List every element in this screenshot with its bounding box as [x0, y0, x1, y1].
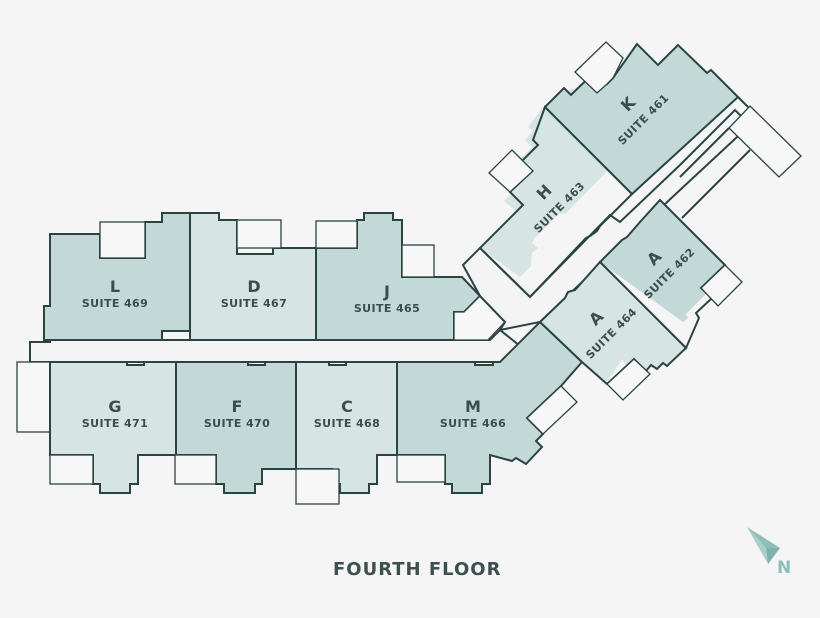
suite-C-label: SUITE 468	[314, 417, 380, 430]
balcony-J-west	[315, 220, 358, 249]
suite-D-label: SUITE 467	[221, 297, 287, 310]
suite-D-letter: D	[247, 277, 260, 296]
balcony-G	[49, 454, 94, 485]
suite-J[interactable]: J SUITE 465	[315, 212, 506, 341]
balcony-M-south	[396, 454, 446, 483]
suite-G-label: SUITE 471	[82, 417, 148, 430]
suite-L-label: SUITE 469	[82, 297, 148, 310]
balcony-M-east	[526, 385, 578, 435]
floor-title: FOURTH FLOOR	[333, 559, 502, 580]
balcony-K	[574, 41, 624, 94]
suite-M[interactable]: M SUITE 466	[396, 320, 584, 494]
suite-A462[interactable]: A SUITE 462	[598, 198, 743, 350]
suite-L[interactable]: L SUITE 469	[43, 212, 191, 341]
suite-D[interactable]: D SUITE 467	[189, 212, 316, 341]
north-arrow-icon	[747, 527, 780, 564]
balcony-A462	[700, 264, 743, 307]
balcony-L	[99, 221, 146, 259]
balcony-A464	[606, 358, 651, 401]
balcony-J-east	[401, 244, 435, 278]
suite-G-letter: G	[108, 397, 121, 416]
suite-C-letter: C	[341, 397, 353, 416]
suite-A464[interactable]: A SUITE 464	[538, 260, 688, 401]
suite-G[interactable]: G SUITE 471	[49, 361, 177, 494]
suite-K[interactable]: K SUITE 461	[543, 41, 740, 196]
balcony-F	[174, 454, 217, 485]
balcony-H	[488, 149, 534, 193]
balcony-D	[236, 219, 282, 249]
suite-J-label: SUITE 465	[354, 302, 420, 315]
suite-F-label: SUITE 470	[204, 417, 270, 430]
compass-north-label: N	[777, 558, 792, 578]
east-extension	[728, 105, 802, 178]
suite-C[interactable]: C SUITE 468	[295, 361, 398, 505]
suite-M-label: SUITE 466	[440, 417, 506, 430]
suite-M-letter: M	[465, 397, 481, 416]
suite-L-letter: L	[110, 277, 120, 296]
suite-F[interactable]: F SUITE 470	[174, 361, 297, 494]
west-balcony	[16, 361, 51, 433]
suite-J-letter: J	[383, 282, 390, 301]
balcony-C	[295, 468, 340, 505]
suite-F-letter: F	[232, 397, 243, 416]
